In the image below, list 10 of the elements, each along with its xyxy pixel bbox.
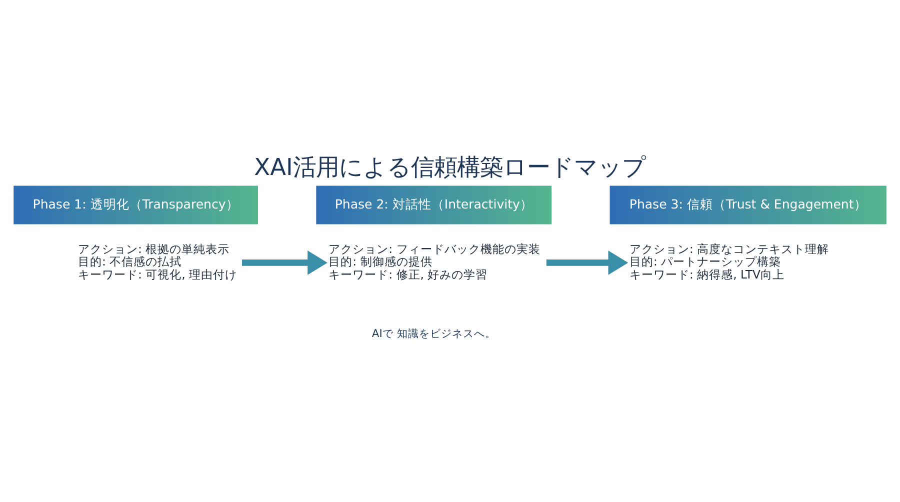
node-box: Phase 1: 透明化（Transparency） xyxy=(14,185,258,224)
node-box: Phase 2: 対話性（Interactivity） xyxy=(316,185,552,224)
arrow xyxy=(242,250,328,274)
arrow xyxy=(546,250,628,274)
label: AIで 知識をビジネスへ。 xyxy=(372,326,496,340)
diagram-title: XAI活用による信頼構築ロードマップ xyxy=(254,153,646,180)
node-text: アクション: フィードバック機能の実装 目的: 制御感の提供 キーワード: 修正, 好みの学習 xyxy=(328,242,540,281)
node-box: Phase 3: 信頼（Trust & Engagement） xyxy=(610,185,886,224)
node-text: アクション: 高度なコンテキスト理解 目的: パートナーシップ構築 キーワード: 納得感, LTV向上 xyxy=(629,242,830,281)
node-text: アクション: 根拠の単純表示 目的: 不信感の払拭 キーワード: 可視化, 理由付け xyxy=(78,242,238,281)
